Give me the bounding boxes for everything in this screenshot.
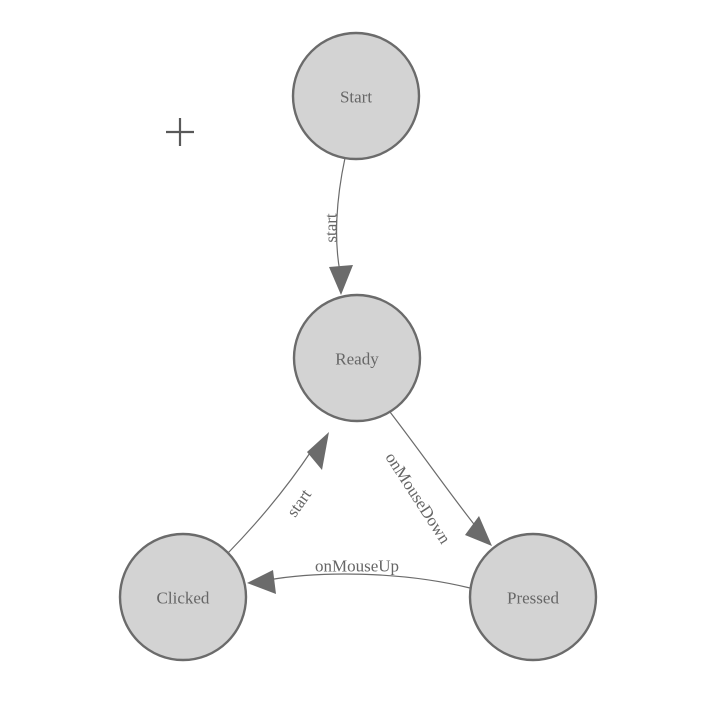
- node-label-clicked: Clicked: [157, 589, 210, 608]
- arrowhead-start-to-ready: [329, 265, 353, 295]
- arrowhead-clicked-to-ready: [307, 432, 329, 470]
- edge-label-pressed-to-clicked: onMouseUp: [315, 557, 399, 576]
- node-pressed[interactable]: Pressed: [468, 532, 598, 662]
- node-start[interactable]: Start: [291, 31, 421, 161]
- node-clicked[interactable]: Clicked: [118, 532, 248, 662]
- edge-path-start-to-ready[interactable]: [335, 157, 346, 273]
- edge-clicked-to-ready[interactable]: start: [227, 432, 329, 554]
- arrowhead-ready-to-pressed: [465, 516, 492, 546]
- plus-crosshair-icon[interactable]: [166, 118, 194, 146]
- node-circle-pressed[interactable]: [468, 532, 598, 662]
- node-circle-ready[interactable]: [292, 293, 422, 423]
- edge-path-clicked-to-ready[interactable]: [227, 449, 313, 554]
- node-circle-clicked[interactable]: [118, 532, 248, 662]
- node-label-ready: Ready: [335, 350, 379, 369]
- arrowhead-pressed-to-clicked: [247, 570, 276, 594]
- edge-start-to-ready[interactable]: start: [322, 157, 354, 295]
- nodes-layer: Start Ready Clicked Pressed: [118, 31, 598, 662]
- edge-label-clicked-to-ready: start: [283, 485, 316, 520]
- node-ready[interactable]: Ready: [292, 293, 422, 423]
- edge-path-ready-to-pressed[interactable]: [389, 411, 478, 529]
- edge-path-pressed-to-clicked[interactable]: [267, 573, 471, 589]
- edge-label-start-to-ready: start: [322, 213, 341, 243]
- node-label-start: Start: [340, 88, 372, 107]
- edge-label-ready-to-pressed: onMouseDown: [381, 449, 454, 548]
- edge-ready-to-pressed[interactable]: onMouseDown: [381, 411, 492, 548]
- node-label-pressed: Pressed: [507, 589, 559, 608]
- edge-pressed-to-clicked[interactable]: onMouseUp: [247, 557, 471, 595]
- node-circle-start[interactable]: [291, 31, 421, 161]
